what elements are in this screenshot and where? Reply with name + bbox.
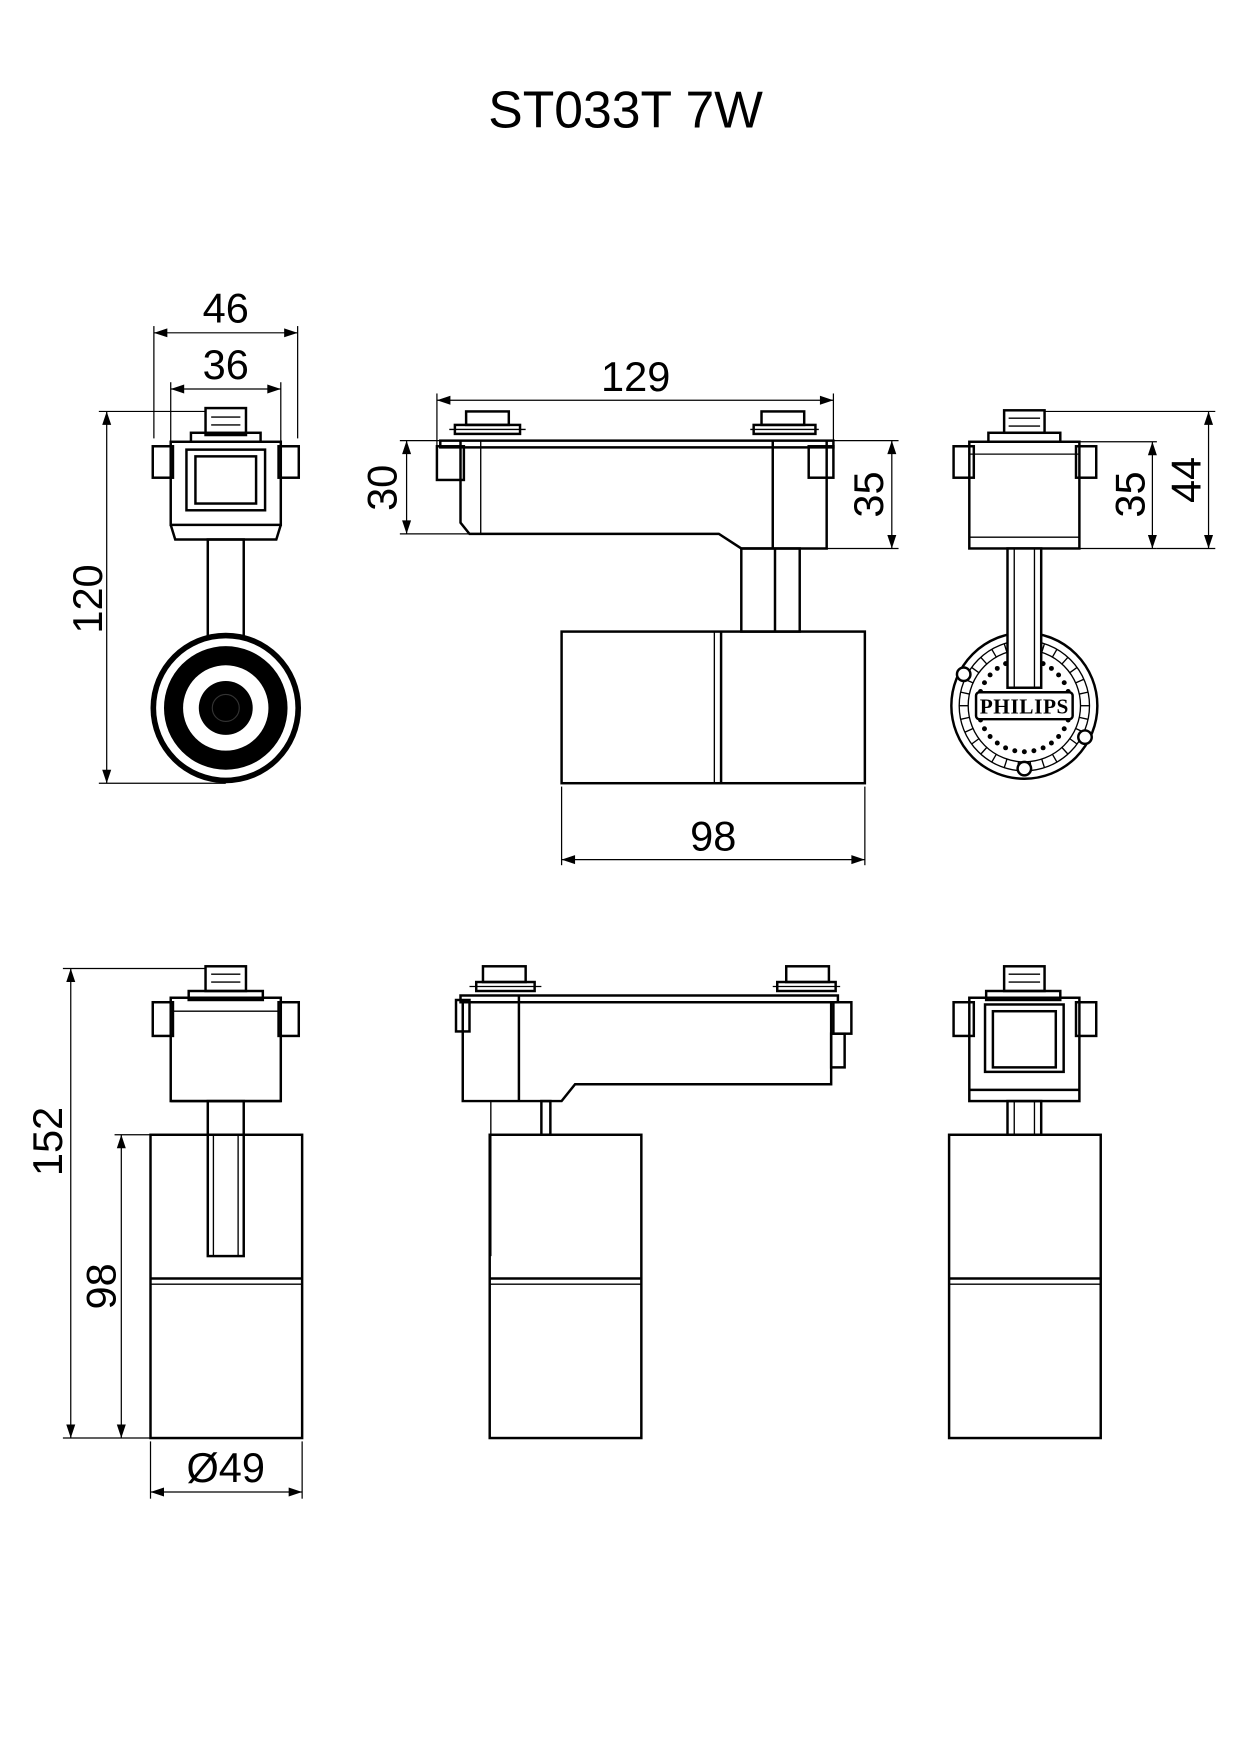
heatsink-vent bbox=[1031, 748, 1037, 754]
heatsink-vent bbox=[1040, 745, 1046, 751]
bottom-front-view bbox=[149, 965, 304, 1440]
heatsink-fin bbox=[1069, 738, 1078, 745]
heatsink-fin bbox=[1003, 758, 1008, 768]
dim-adapter-height: 30 bbox=[358, 465, 405, 511]
heatsink-fin bbox=[964, 727, 974, 733]
dim-length: 129 bbox=[601, 353, 670, 400]
heatsink-vent bbox=[1061, 680, 1067, 686]
heatsink-vent bbox=[982, 726, 987, 732]
heatsink-vent bbox=[994, 665, 1000, 671]
bottom-back-view bbox=[947, 965, 1102, 1440]
heatsink-fin bbox=[971, 666, 980, 674]
top-back-dims: 35 44 bbox=[1044, 410, 1216, 550]
dim-height: 120 bbox=[64, 564, 111, 633]
dim-diameter: Ø49 bbox=[186, 1444, 265, 1491]
heatsink-fin bbox=[960, 716, 970, 720]
heatsink-vent bbox=[1056, 672, 1062, 678]
dim-bottom-height: 152 bbox=[24, 1107, 71, 1176]
heatsink-fin bbox=[960, 691, 970, 695]
dim-housing-height: 35 bbox=[845, 471, 892, 517]
heatsink-vent bbox=[1056, 734, 1062, 739]
heatsink-fin bbox=[1051, 754, 1058, 763]
top-front-view bbox=[150, 406, 302, 784]
top-side-dims: 129 30 35 98 bbox=[358, 353, 899, 866]
heatsink-vent bbox=[1003, 745, 1009, 751]
dim-back-housing-height: 35 bbox=[1107, 471, 1154, 517]
heatsink-vent bbox=[1048, 665, 1054, 671]
heatsink-fin bbox=[991, 648, 997, 658]
philips-logo: PHILIPS bbox=[980, 695, 1069, 719]
top-front-dims: 46 36 120 bbox=[64, 285, 299, 784]
heatsink-vent bbox=[982, 680, 987, 686]
dim-head-length: 98 bbox=[690, 813, 736, 860]
bottom-side-view bbox=[454, 965, 853, 1440]
heatsink-fin bbox=[991, 754, 997, 763]
heatsink-vent bbox=[1061, 726, 1067, 732]
top-side-view bbox=[435, 410, 867, 785]
dim-bottom-head-length: 98 bbox=[78, 1263, 125, 1309]
drawing-title: ST033T 7W bbox=[488, 80, 763, 138]
heatsink-vent bbox=[1048, 740, 1054, 746]
heatsink-fin bbox=[1069, 666, 1078, 674]
heatsink-vent bbox=[987, 734, 993, 739]
heatsink-vent bbox=[994, 740, 1000, 746]
dim-width-outer: 46 bbox=[203, 285, 249, 332]
heatsink-fin bbox=[980, 656, 988, 665]
dim-total-height: 44 bbox=[1163, 457, 1210, 503]
top-back-view: PHILIPS bbox=[950, 409, 1099, 780]
heatsink-fin bbox=[980, 747, 988, 755]
heatsink-vent bbox=[987, 672, 993, 678]
bottom-front-dims: 152 98 Ø49 bbox=[24, 967, 303, 1499]
heatsink-fin bbox=[1061, 747, 1069, 755]
heatsink-fin bbox=[1079, 716, 1089, 720]
heatsink-fin bbox=[1079, 691, 1089, 695]
heatsink-vent bbox=[1012, 748, 1018, 754]
heatsink-vent bbox=[1021, 749, 1027, 755]
heatsink-fin bbox=[1051, 648, 1058, 658]
heatsink-fin bbox=[1075, 678, 1085, 684]
heatsink-fin bbox=[1041, 758, 1046, 768]
heatsink-fin bbox=[971, 738, 980, 745]
dim-width-inner: 36 bbox=[203, 341, 249, 388]
heatsink-fin bbox=[1061, 656, 1069, 665]
